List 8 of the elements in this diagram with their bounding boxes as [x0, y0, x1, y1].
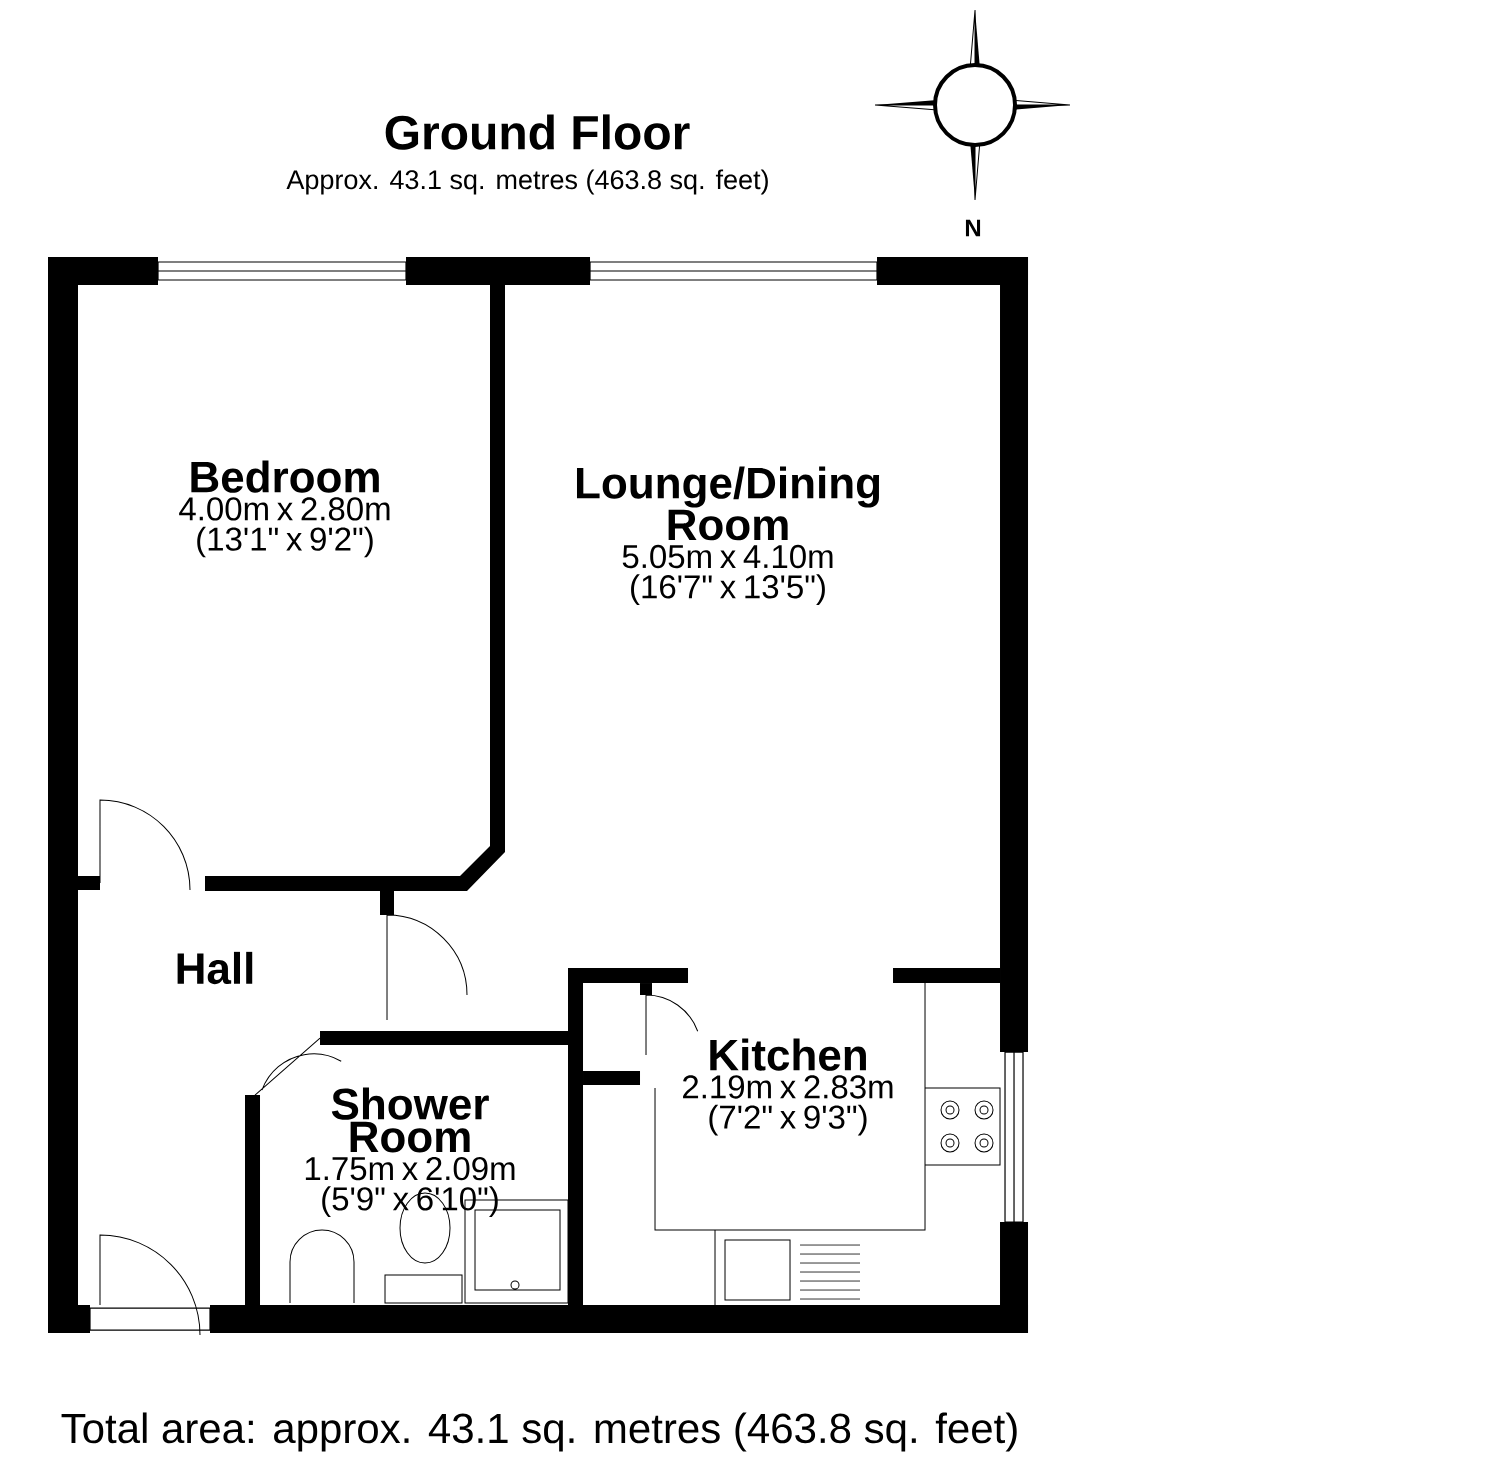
north-label: N: [965, 219, 981, 237]
room-label: Lounge/Dining Room 5.05m x 4.10m (16'7" x 13'5"): [577, 466, 880, 605]
area-note: Approx. 43.1 sq. metres (463.8 sq. feet): [286, 169, 768, 195]
room-label: Kitchen 2.19m x 2.83m (7'2" x 9'3"): [683, 1038, 893, 1136]
title: Ground Floor: [385, 114, 690, 150]
caption: Total area: approx. 43.1 sq. metres (463.8 sq. feet): [61, 1412, 1017, 1452]
room-label: Bedroom 4.00m x 2.80m (13'1" x 9'2"): [179, 460, 390, 558]
room-label: Hall: [177, 951, 253, 985]
